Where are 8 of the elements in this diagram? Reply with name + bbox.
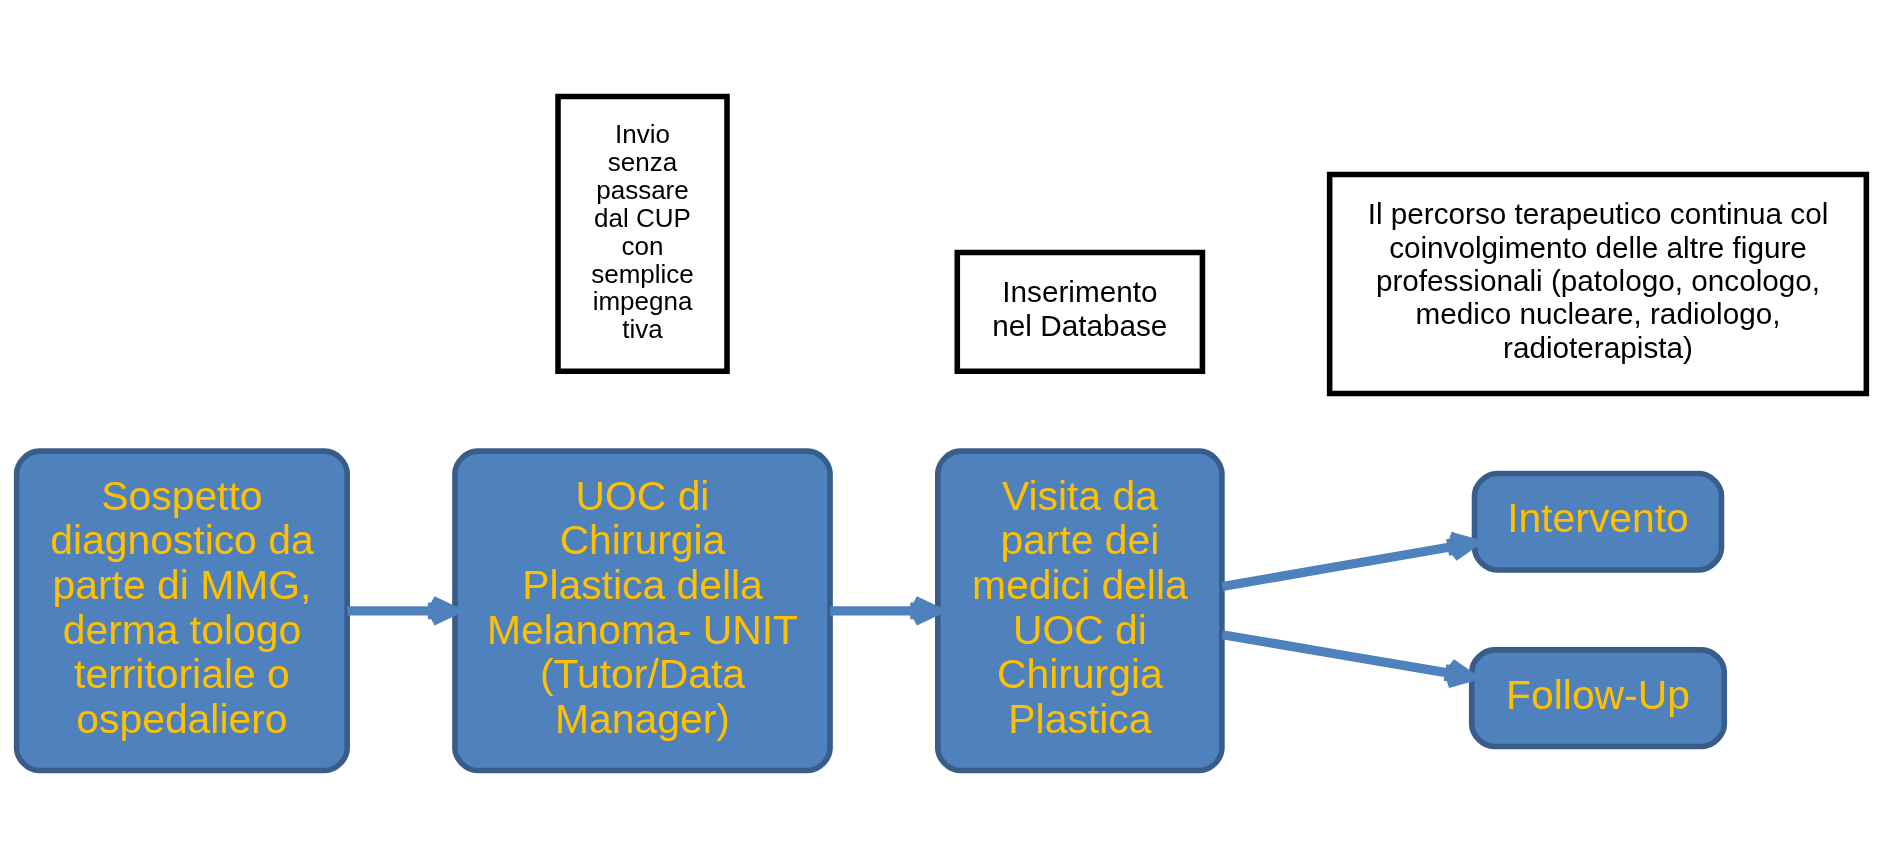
node-box: Follow-Up bbox=[1468, 646, 1728, 749]
node-box: Invio senza passare dal CUP con semplice impegna tiva bbox=[555, 93, 730, 374]
node-box: Visita da parte dei medici della UOC di Chirurgia Plastica bbox=[935, 447, 1225, 773]
node-box: UOC di Chirurgia Plastica della Melanoma- UNIT (Tutor/Data Manager) bbox=[452, 447, 833, 773]
node-box: Inserimento nel Database bbox=[954, 249, 1206, 374]
node-box: Il percorso terapeutico continua col coinvolgimento delle altre figure professionali (patologo, oncologo, medico nucleare, radiologo, radioterapista) bbox=[1326, 171, 1870, 396]
node-box: Intervento bbox=[1471, 470, 1725, 573]
node-box: Sospetto diagnostico da parte di MMG, derma tologo territoriale o ospedaliero bbox=[13, 447, 350, 773]
